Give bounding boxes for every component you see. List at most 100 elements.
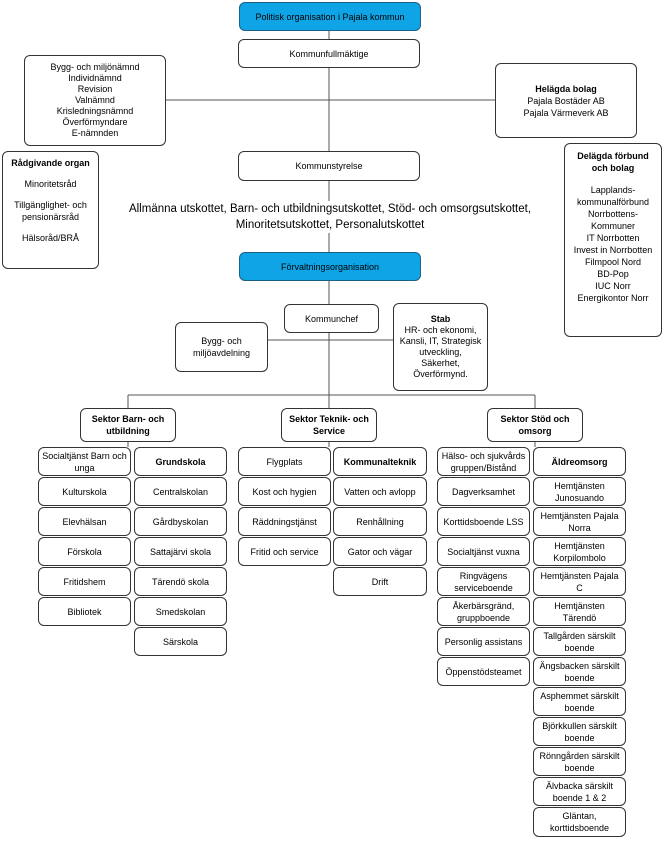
barn-unit-label: Elevhälsan	[62, 516, 107, 527]
byggmiljo-box: Bygg- och miljöavdelning	[175, 322, 268, 372]
school-label: Gårdbyskolan	[152, 516, 209, 527]
stab-item: utveckling,	[419, 347, 462, 357]
boards-box: Bygg- och miljönämnd Individnämnd Revisi…	[24, 55, 166, 146]
board-item: Revision	[77, 84, 113, 94]
delagda-item: BD-Pop	[597, 269, 629, 279]
kommunalteknik-unit: Vatten och avlopp	[333, 477, 427, 506]
school-label: Tärendö skola	[151, 576, 210, 587]
barn-unit: Förskola	[38, 537, 131, 566]
sector-teknik-box: Sektor Teknik- och Service	[281, 408, 377, 442]
aldreomsorg-label: Älvbacka särskilt boende 1 & 2	[545, 780, 614, 803]
stab-box: Stab HR- och ekonomi, Kansli, IT, Strate…	[393, 303, 488, 391]
stod-unit: Korttidsboende LSS	[437, 507, 530, 536]
aldreomsorg-label: Björkkullen särskilt boende	[542, 720, 617, 743]
board-item: E-nämnden	[71, 128, 119, 138]
barn-unit: Socialtjänst Barn och unga	[38, 447, 131, 476]
barn-unit: Fritidshem	[38, 567, 131, 596]
stod-unit-label: Korttidsboende LSS	[443, 516, 524, 527]
board-item: Överförmyndare	[62, 117, 128, 127]
teknik-unit: Fritid och service	[238, 537, 331, 566]
barn-unit: Kulturskola	[38, 477, 131, 506]
teknik-unit: Räddningstjänst	[238, 507, 331, 536]
stod-unit-label: Dagverksamhet	[451, 486, 516, 497]
radgivande-title: Rådgivande organ	[11, 158, 90, 168]
title-box: Politisk organisation i Pajala kommun	[239, 2, 421, 31]
school-unit: Sattajärvi skola	[134, 537, 227, 566]
delagda-box: Delägda förbund och bolag Lapplands-komm…	[564, 143, 662, 337]
kommunchef-box: Kommunchef	[284, 304, 379, 333]
sector-barn-box: Sektor Barn- och utbildning	[80, 408, 176, 442]
teknik-unit: Flygplats	[238, 447, 331, 476]
aldreomsorg-label: Hemtjänsten Junosuando	[554, 480, 605, 503]
teknik-unit: Kost och hygien	[238, 477, 331, 506]
aldreomsorg-label: Asphemmet särskilt boende	[540, 690, 619, 713]
kommunstyrelse-label: Kommunstyrelse	[295, 161, 363, 171]
radgivande-box: Rådgivande organ Minoritetsråd Tillgängl…	[2, 151, 99, 269]
stab-title: Stab	[430, 314, 451, 324]
barn-unit-label: Bibliotek	[67, 606, 102, 617]
aldreomsorg-label: Hemtjänsten Tärendö	[554, 600, 605, 623]
school-unit: Gårdbyskolan	[134, 507, 227, 536]
helagda-title: Helägda bolag	[535, 83, 597, 94]
aldreomsorg-unit: Hemtjänsten Pajala Norra	[533, 507, 626, 536]
aldreomsorg-unit: Ängsbacken särskilt boende	[533, 657, 626, 686]
stod-unit-label: Personlig assistans	[444, 636, 523, 647]
aldreomsorg-unit: Hemtjänsten Pajala C	[533, 567, 626, 596]
sector-teknik-title: Sektor Teknik- och Service	[289, 414, 369, 436]
stod-unit-label: Hälso- och sjukvårds gruppen/Bistånd	[441, 450, 526, 473]
stod-unit-label: Öppenstödsteamet	[445, 666, 522, 677]
school-label: Smedskolan	[155, 606, 206, 617]
utskott-line: Minoritetsutskottet, Personalutskottet	[235, 219, 425, 231]
barn-unit-label: Socialtjänst Barn och unga	[42, 450, 127, 473]
radgivande-item: Minoritetsråd	[24, 179, 77, 189]
kommunalteknik-title: Kommunalteknik	[343, 456, 417, 467]
kommunalteknik-unit: Renhållning	[333, 507, 427, 536]
aldreomsorg-label: Hemtjänsten Korpilombolo	[553, 540, 606, 563]
kommunalteknik-unit: Drift	[333, 567, 427, 596]
delagda-item: IT Norrbotten	[586, 233, 640, 243]
aldreomsorg-label: Ängsbacken särskilt boende	[539, 660, 620, 683]
kommunalteknik-label: Gator och vägar	[347, 546, 413, 557]
board-item: Valnämnd	[75, 95, 115, 105]
stod-unit-label: Ringvägens serviceboende	[454, 570, 513, 593]
barn-unit: Elevhälsan	[38, 507, 131, 536]
byggmiljo-label: Bygg- och miljöavdelning	[192, 336, 251, 358]
barn-unit-label: Fritidshem	[63, 576, 106, 587]
stod-unit: Socialtjänst vuxna	[437, 537, 530, 566]
aldreomsorg-unit: Hemtjänsten Korpilombolo	[533, 537, 626, 566]
stod-unit-label: Socialtjänst vuxna	[447, 546, 520, 557]
grundskola-header: Grundskola	[134, 447, 227, 476]
aldreomsorg-title: Äldreomsorg	[551, 456, 608, 467]
kommunalteknik-unit: Gator och vägar	[333, 537, 427, 566]
grundskola-title: Grundskola	[155, 456, 206, 467]
teknik-unit-label: Kost och hygien	[252, 486, 317, 497]
aldreomsorg-unit: Tallgården särskilt boende	[533, 627, 626, 656]
stab-item: HR- och ekonomi,	[404, 325, 477, 335]
radgivande-item: Tillgänglighet- och pensionärsråd	[14, 200, 87, 222]
stod-unit: Öppenstödsteamet	[437, 657, 530, 686]
aldreomsorg-unit: Hemtjänsten Junosuando	[533, 477, 626, 506]
forvaltning-label: Förvaltningsorganisation	[280, 261, 380, 272]
kommunchef-label: Kommunchef	[304, 313, 359, 324]
page-title: Politisk organisation i Pajala kommun	[255, 11, 405, 22]
stod-unit: Ringvägens serviceboende	[437, 567, 530, 596]
board-item: Krisledningsnämnd	[56, 106, 134, 116]
school-unit: Centralskolan	[134, 477, 227, 506]
delagda-item: IUC Norr	[595, 281, 631, 291]
stod-unit: Åkerbärsgränd, gruppboende	[437, 597, 530, 626]
aldreomsorg-unit: Hemtjänsten Tärendö	[533, 597, 626, 626]
aldreomsorg-label: Hemtjänsten Pajala C	[540, 570, 619, 593]
school-label: Särskola	[162, 636, 198, 647]
aldreomsorg-label: Rönngården särskilt boende	[539, 750, 620, 773]
kommunfullmaktige-box: Kommunfullmäktige	[238, 39, 420, 68]
delagda-item: Energikontor Norr	[577, 293, 649, 303]
kommunalteknik-label: Renhållning	[356, 516, 404, 527]
barn-unit: Bibliotek	[38, 597, 131, 626]
sector-stod-box: Sektor Stöd och omsorg	[487, 408, 583, 442]
stab-item: Säkerhet,	[421, 358, 460, 368]
forvaltning-box: Förvaltningsorganisation	[239, 252, 421, 281]
kommunalteknik-label: Vatten och avlopp	[344, 486, 416, 497]
delagda-item: Filmpool Nord	[584, 257, 642, 267]
stab-item: Kansli, IT, Strategisk	[399, 336, 482, 346]
